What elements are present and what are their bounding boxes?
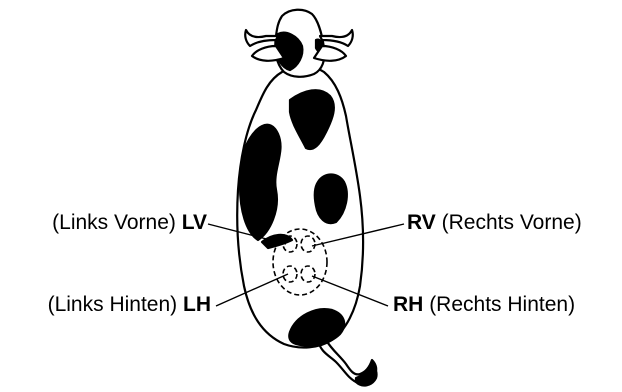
label-rv-code: RV — [407, 211, 436, 234]
label-lv-name: (Links Vorne) — [52, 211, 176, 234]
label-lh-code: LH — [183, 293, 211, 316]
label-rv-name: (Rechts Vorne) — [442, 211, 582, 234]
right-horn — [320, 30, 353, 46]
body-spot-mid-right — [315, 175, 347, 224]
label-rechts-vorne: RV (Rechts Vorne) — [407, 211, 582, 235]
label-rechts-hinten: RH (Rechts Hinten) — [393, 293, 575, 317]
label-links-hinten: (Links Hinten) LH — [48, 293, 211, 317]
label-lh-name: (Links Hinten) — [48, 293, 178, 316]
label-rh-name: (Rechts Hinten) — [429, 293, 575, 316]
cow-illustration — [237, 10, 376, 386]
label-lv-code: LV — [182, 211, 207, 234]
left-horn — [245, 30, 278, 46]
label-links-vorne: (Links Vorne) LV — [52, 211, 207, 235]
label-rh-code: RH — [393, 293, 423, 316]
